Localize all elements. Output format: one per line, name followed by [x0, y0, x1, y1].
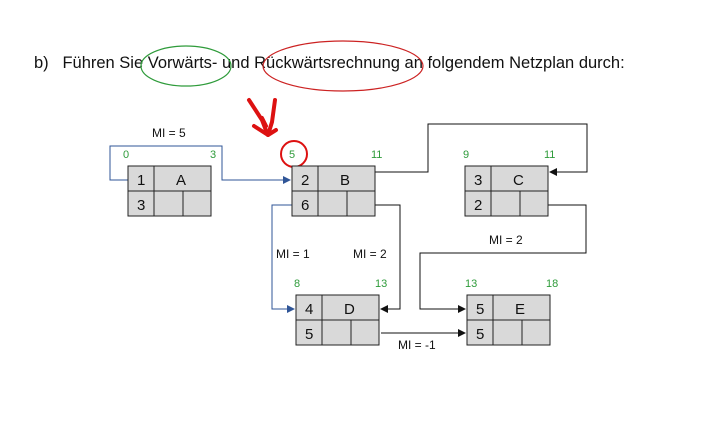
early-start: 8 [294, 278, 300, 290]
early-finish: 13 [375, 278, 387, 290]
node-name: C [513, 172, 524, 189]
edge-label: MI = -1 [398, 338, 436, 352]
highlight-forward: Vorwärts- [147, 54, 218, 72]
node-number: 2 [301, 172, 309, 189]
edge-label: MI = 5 [152, 126, 186, 140]
node-duration: 3 [137, 197, 145, 214]
highlight-backward: Rückwärtsrechnung [254, 54, 400, 72]
node-duration: 6 [301, 197, 309, 214]
early-finish: 11 [544, 149, 555, 161]
backward-highlight-ellipse [262, 40, 424, 92]
early-start: 9 [463, 149, 469, 161]
node-b: 2 B 6 5 11 [289, 149, 382, 217]
node-c: 3 C 2 9 11 [463, 149, 555, 217]
task-text-after: an folgendem Netzplan durch: [399, 54, 625, 72]
node-e: 5 E 5 13 18 [465, 278, 558, 346]
connector-c-e [419, 204, 587, 313]
connector-b-c [375, 123, 588, 176]
node-number: 5 [476, 301, 484, 318]
edge-label: MI = 2 [353, 247, 387, 261]
task-text-middle: und [217, 54, 255, 72]
early-finish: 3 [210, 149, 216, 161]
node-number: 4 [305, 301, 313, 318]
connector-b-d [271, 204, 295, 313]
early-finish: 18 [546, 278, 558, 290]
early-start: 0 [123, 149, 129, 161]
node-a: 1 A 3 0 3 [123, 149, 216, 217]
early-finish: 11 [371, 149, 382, 161]
connector-d-b [375, 204, 401, 313]
labels: MI = 5 MI = 1 MI = 2 MI = 2 MI = -1 [152, 126, 523, 352]
task-text-before: Führen Sie [62, 54, 148, 72]
node-number: 3 [474, 172, 482, 189]
node-name: E [515, 301, 525, 318]
node-name: A [176, 172, 186, 189]
early-start: 13 [465, 278, 477, 290]
edge-label: MI = 1 [276, 247, 310, 261]
task-prefix: b) [34, 54, 49, 72]
node-duration: 2 [474, 197, 482, 214]
connectors [109, 123, 588, 337]
edge-label: MI = 2 [489, 233, 523, 247]
task-instruction: b) Führen Sie Vorwärts- und Rückwärtsrec… [34, 54, 625, 73]
forward-highlight-ellipse [140, 45, 232, 87]
node-name: D [344, 301, 355, 318]
connector-a-b [109, 145, 291, 184]
node-number: 1 [137, 172, 145, 189]
node-name: B [340, 172, 350, 189]
node-duration: 5 [476, 326, 484, 343]
red-arrow-annotation [247, 98, 278, 137]
node-d: 4 D 5 8 13 [294, 278, 387, 346]
node-duration: 5 [305, 326, 313, 343]
early-start: 5 [289, 149, 295, 161]
